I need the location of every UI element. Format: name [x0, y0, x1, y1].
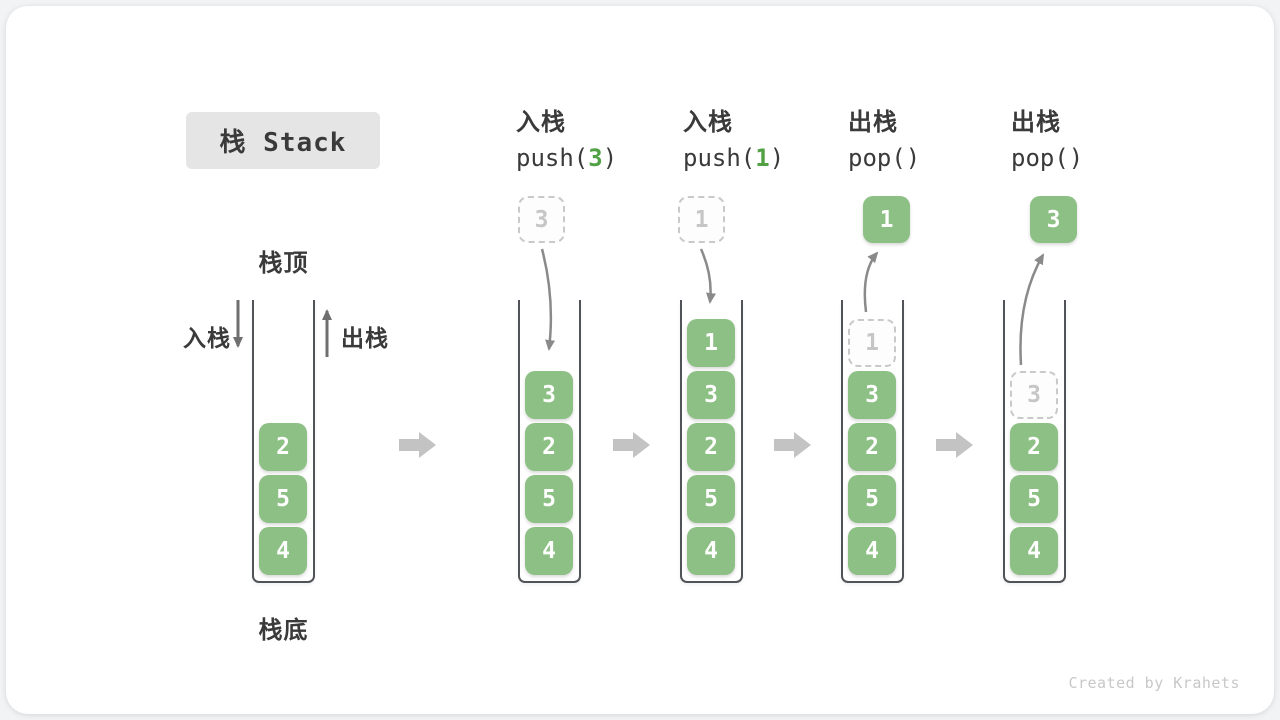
push-side-label: 入栈: [183, 326, 231, 352]
stack-cell: 3: [525, 371, 573, 419]
code-argument: 3: [588, 144, 603, 172]
column-header-op-push-3: 入栈 push(3): [516, 102, 617, 172]
flow-arrow-icon: [936, 432, 973, 458]
flow-arrow-icon: [399, 432, 436, 458]
operation-label: 入栈: [516, 108, 566, 136]
stack-cell: 5: [1010, 475, 1058, 523]
stack-cell: 1: [687, 319, 735, 367]
code-text: pop(): [848, 144, 921, 172]
operation-code: pop(): [848, 144, 920, 172]
title-box-label: 栈 Stack: [219, 128, 347, 158]
watermark: Created by Krahets: [1068, 674, 1240, 692]
stack-cell: 4: [1010, 527, 1058, 575]
flow-arrow-icon: [774, 432, 811, 458]
code-text: push(: [516, 144, 589, 172]
operation-label: 出栈: [1011, 108, 1061, 136]
stack-cell: 5: [525, 475, 573, 523]
stack-cell: 3: [848, 371, 896, 419]
stack-cell: 2: [259, 423, 307, 471]
stack-cell: 4: [525, 527, 573, 575]
stack-cell: 5: [687, 475, 735, 523]
pushed-value-box: 3: [518, 196, 565, 243]
column-header-op-pop-3: 出栈 pop(): [1011, 102, 1083, 172]
column-header-op-push-1: 入栈 push(1): [683, 102, 784, 172]
stack-cell: 5: [848, 475, 896, 523]
operation-label: 入栈: [683, 108, 733, 136]
operation-code: push(1): [683, 144, 784, 172]
code-text: pop(): [1011, 144, 1084, 172]
flow-arrow-icon: [613, 432, 650, 458]
column-header-op-pop-1: 出栈 pop(): [848, 102, 920, 172]
stack-cell: 3: [687, 371, 735, 419]
stack-cell-ghost: 3: [1010, 371, 1058, 419]
code-text: push(: [683, 144, 756, 172]
stack-cell: 4: [259, 527, 307, 575]
stack-cell: 4: [848, 527, 896, 575]
pushed-value-box: 1: [678, 196, 725, 243]
operation-code: pop(): [1011, 144, 1083, 172]
code-text: ): [602, 144, 618, 172]
popped-value-box: 1: [863, 196, 910, 243]
operation-label: 出栈: [848, 108, 898, 136]
popped-value-box: 3: [1030, 196, 1077, 243]
code-text: ): [769, 144, 785, 172]
operation-code: push(3): [516, 144, 617, 172]
stack-cell: 5: [259, 475, 307, 523]
stack-cell: 2: [848, 423, 896, 471]
push-1-arrow-icon: [699, 248, 716, 304]
stack-cell-ghost: 1: [848, 319, 896, 367]
stack-cell: 2: [687, 423, 735, 471]
stack-cell: 2: [1010, 423, 1058, 471]
pop-side-label: 出栈: [341, 326, 389, 352]
title-box: 栈 Stack: [186, 112, 380, 169]
stack-top-label: 栈顶: [258, 249, 309, 277]
stack-cell: 2: [525, 423, 573, 471]
code-argument: 1: [755, 144, 770, 172]
stack-bottom-label: 栈底: [258, 616, 309, 644]
stack-cell: 4: [687, 527, 735, 575]
